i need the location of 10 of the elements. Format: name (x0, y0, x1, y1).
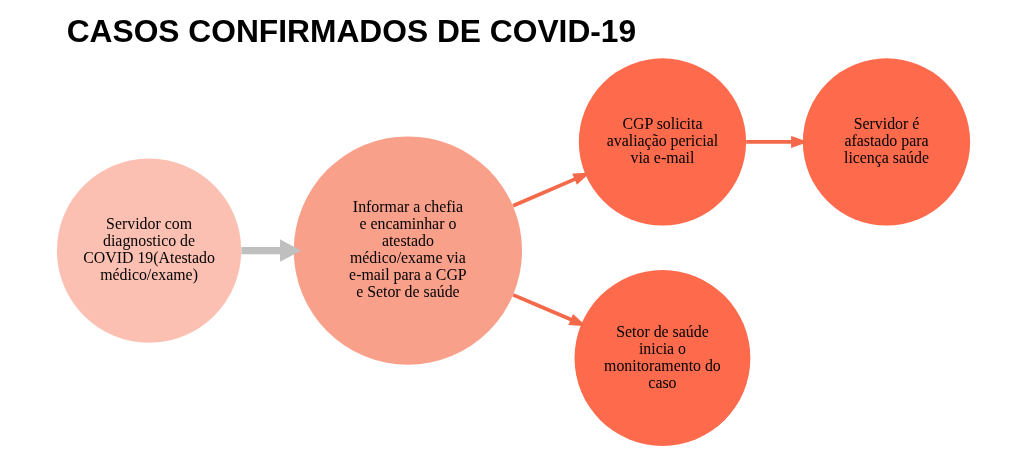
node-circle: Setor de saúde inicia o monitoramento do caso (574, 270, 750, 446)
node-circle: Servidor com diagnostico de COVID 19(Atestado médico/exame) (56, 158, 241, 343)
arrow (745, 135, 808, 148)
diagram-title: CASOS CONFIRMADOS DE COVID-19 (66, 13, 636, 50)
arrow (511, 293, 586, 327)
node-circle: Servidor é afastado para licença saúde (802, 58, 970, 226)
arrow (511, 172, 590, 208)
node-circle: Informar a chefia e encaminhar o atestado médico/exame via e-mail para a CGP e Setor de saúde (293, 136, 522, 365)
arrow (240, 239, 301, 262)
node-circle: CGP solicita avaliação pericial via e-mail (578, 58, 746, 226)
